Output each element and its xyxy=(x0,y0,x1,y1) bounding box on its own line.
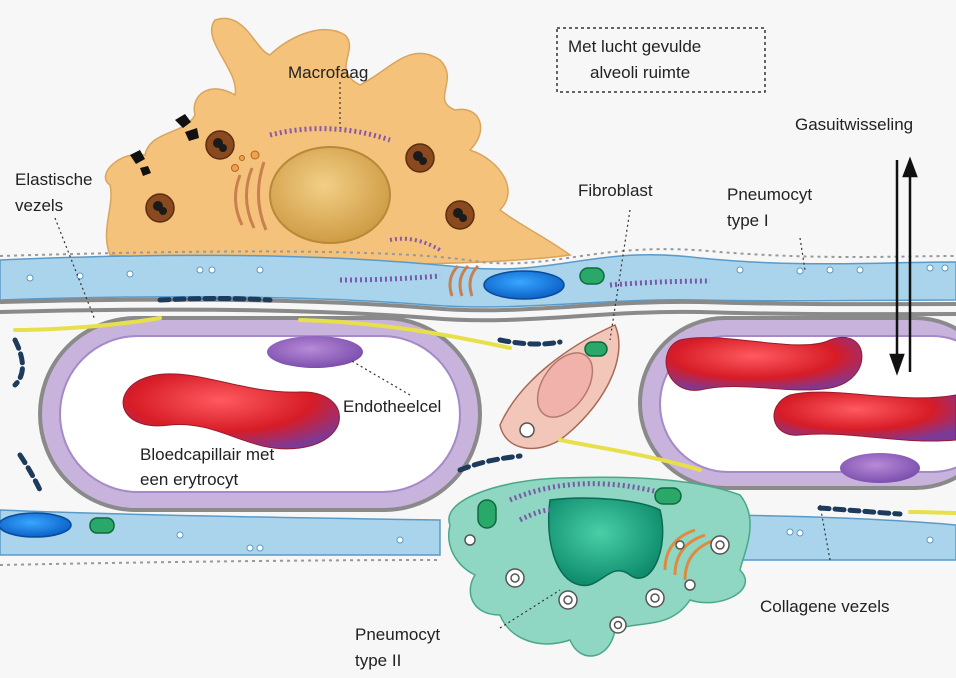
label-bloedcap-line2: een erytrocyt xyxy=(140,470,239,489)
label-pneumocyt2-line2: type II xyxy=(355,651,401,670)
macrophage xyxy=(105,18,570,264)
label-fibroblast: Fibroblast xyxy=(578,181,653,200)
erythrocyte-right-1 xyxy=(666,337,862,390)
erythrocyte-right-2 xyxy=(774,392,956,441)
label-macrofaag: Macrofaag xyxy=(288,63,368,82)
label-gasuitwisseling: Gasuitwisseling xyxy=(795,115,913,134)
label-elastische-line2: vezels xyxy=(15,196,63,215)
endothelial-nucleus xyxy=(267,336,363,368)
endothelial-nucleus-right xyxy=(840,453,920,483)
label-pneumocyt2-line1: Pneumocyt xyxy=(355,625,440,644)
label-alveoli-line1: Met lucht gevulde xyxy=(568,37,701,56)
pneumocyte-1-nucleus xyxy=(484,271,564,299)
label-bloedcap-line1: Bloedcapillair met xyxy=(140,445,274,464)
label-pneumocyt1-line2: type I xyxy=(727,211,769,230)
label-pneumocyt1-line1: Pneumocyt xyxy=(727,185,812,204)
pneumocyte-1-nucleus-bottom xyxy=(0,513,71,537)
label-collagene: Collagene vezels xyxy=(760,597,889,616)
label-endotheelcel: Endotheelcel xyxy=(343,397,441,416)
pneumocyte-type-2 xyxy=(449,477,750,656)
pneumocyte-2-nucleus xyxy=(549,498,663,586)
right-capillary xyxy=(640,318,956,488)
macrophage-nucleus xyxy=(270,147,390,243)
label-elastische-line1: Elastische xyxy=(15,170,92,189)
mitochondrion xyxy=(580,268,604,284)
label-alveoli-line2: alveoli ruimte xyxy=(590,63,690,82)
